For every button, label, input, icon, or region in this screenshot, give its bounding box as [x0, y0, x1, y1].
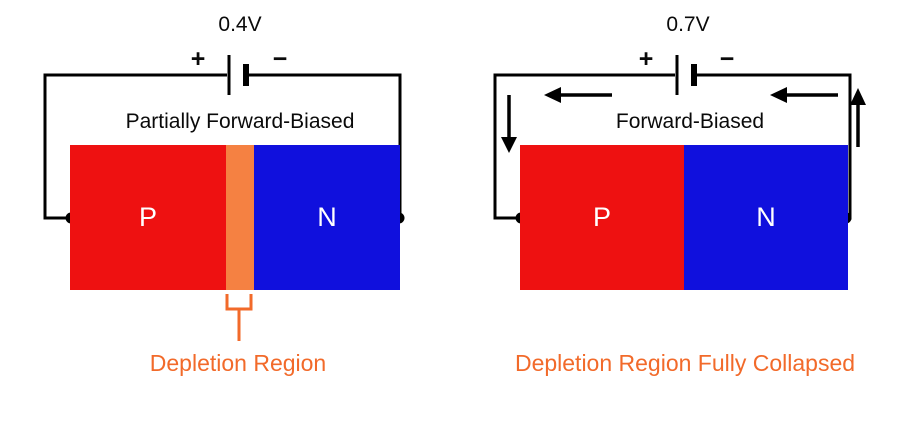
- right-caption: Depletion Region Fully Collapsed: [514, 350, 856, 376]
- p-region-label: P: [138, 202, 157, 232]
- p-region-label: P: [592, 202, 611, 232]
- left-bias-title: Partially Forward-Biased: [125, 110, 355, 133]
- current-arrow-up-icon: [850, 88, 866, 147]
- depletion-bracket-icon: [225, 294, 253, 311]
- current-arrow-left-icon: [544, 87, 612, 103]
- right-p-region: P: [520, 145, 684, 290]
- left-depletion-bracket: [225, 294, 253, 341]
- n-region-label: N: [317, 202, 337, 232]
- right-n-region: N: [684, 145, 848, 290]
- left-battery-minus-sign: −: [272, 45, 288, 73]
- right-battery-plus-sign: +: [638, 45, 654, 73]
- left-n-region: N: [254, 145, 400, 290]
- left-p-region: P: [70, 145, 226, 290]
- right-battery-minus-sign: −: [719, 45, 735, 73]
- left-depletion-region: [226, 145, 254, 290]
- left-battery-voltage: 0.4V: [218, 13, 262, 36]
- n-region-label: N: [756, 202, 776, 232]
- current-arrow-down-icon: [501, 95, 517, 153]
- left-battery-plus-sign: +: [190, 45, 206, 73]
- right-battery-voltage: 0.7V: [666, 13, 710, 36]
- right-bias-title: Forward-Biased: [615, 110, 765, 133]
- left-caption: Depletion Region: [149, 350, 327, 376]
- current-arrow-left-icon: [770, 87, 838, 103]
